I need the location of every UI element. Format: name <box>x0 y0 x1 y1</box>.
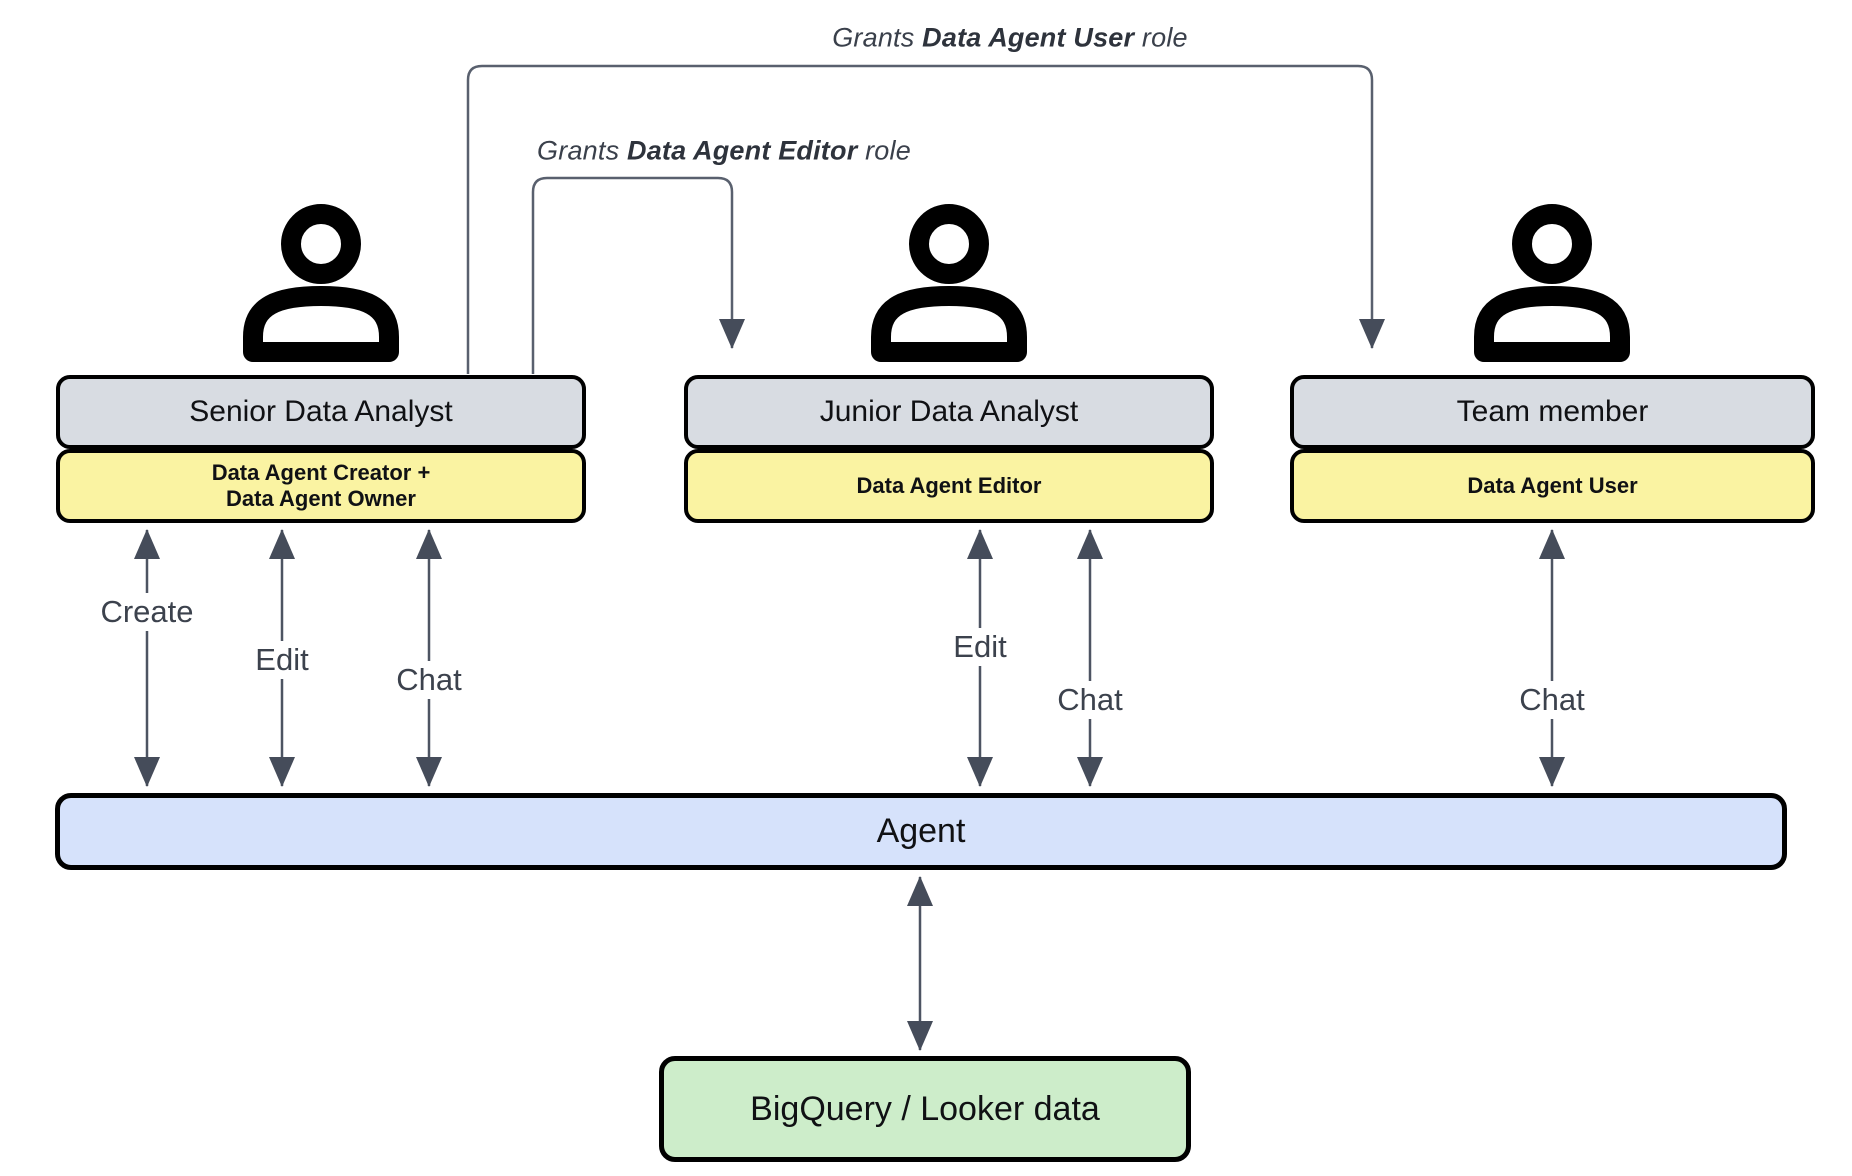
team-member-role-badge: Data Agent User <box>1290 449 1815 523</box>
senior-role-line-2: Data Agent Owner <box>226 486 416 511</box>
agent-label: Agent <box>876 812 966 850</box>
senior-analyst-title-box: Senior Data Analyst <box>56 375 586 449</box>
chat-label-senior: Chat <box>389 661 469 699</box>
team-member-title: Team member <box>1456 395 1649 428</box>
grant-user-label-suffix: role <box>1134 22 1188 53</box>
grant-user-label-role: Data Agent User <box>922 22 1135 53</box>
grant-editor-label-role: Data Agent Editor <box>626 135 858 166</box>
junior-analyst-title-box: Junior Data Analyst <box>684 375 1214 449</box>
team-role-line-1: Data Agent User <box>1467 473 1638 499</box>
team-member-title-box: Team member <box>1290 375 1815 449</box>
edit-label-junior: Edit <box>946 628 1014 666</box>
senior-analyst-title: Senior Data Analyst <box>189 395 453 428</box>
senior-role-line-1: Data Agent Creator + <box>211 460 431 486</box>
datasource-label: BigQuery / Looker data <box>750 1089 1100 1128</box>
grant-user-label-prefix: Grants <box>832 22 923 53</box>
grant-editor-connector <box>531 176 745 374</box>
chat-label-team: Chat <box>1512 681 1592 719</box>
senior-analyst-role-badge: Data Agent Creator + Data Agent Owner <box>56 449 586 523</box>
create-label-senior: Create <box>93 593 201 631</box>
person-icon-team <box>1474 204 1630 362</box>
junior-analyst-role-badge: Data Agent Editor <box>684 449 1214 523</box>
junior-role-line-1: Data Agent Editor <box>856 473 1042 499</box>
grant-editor-label-prefix: Grants <box>537 135 627 166</box>
agent-box: Agent <box>55 793 1787 870</box>
datasource-box: BigQuery / Looker data <box>659 1056 1191 1162</box>
edit-label-senior: Edit <box>248 641 316 679</box>
person-icon-senior <box>243 204 399 362</box>
person-icon-junior <box>871 204 1027 362</box>
grant-user-connector <box>466 64 1385 374</box>
grant-editor-label: Grants Data Agent Editor role <box>537 136 911 167</box>
junior-analyst-title: Junior Data Analyst <box>819 395 1079 428</box>
grant-user-label: Grants Data Agent User role <box>832 23 1188 54</box>
chat-label-junior: Chat <box>1050 681 1130 719</box>
grant-editor-label-suffix: role <box>857 135 911 166</box>
